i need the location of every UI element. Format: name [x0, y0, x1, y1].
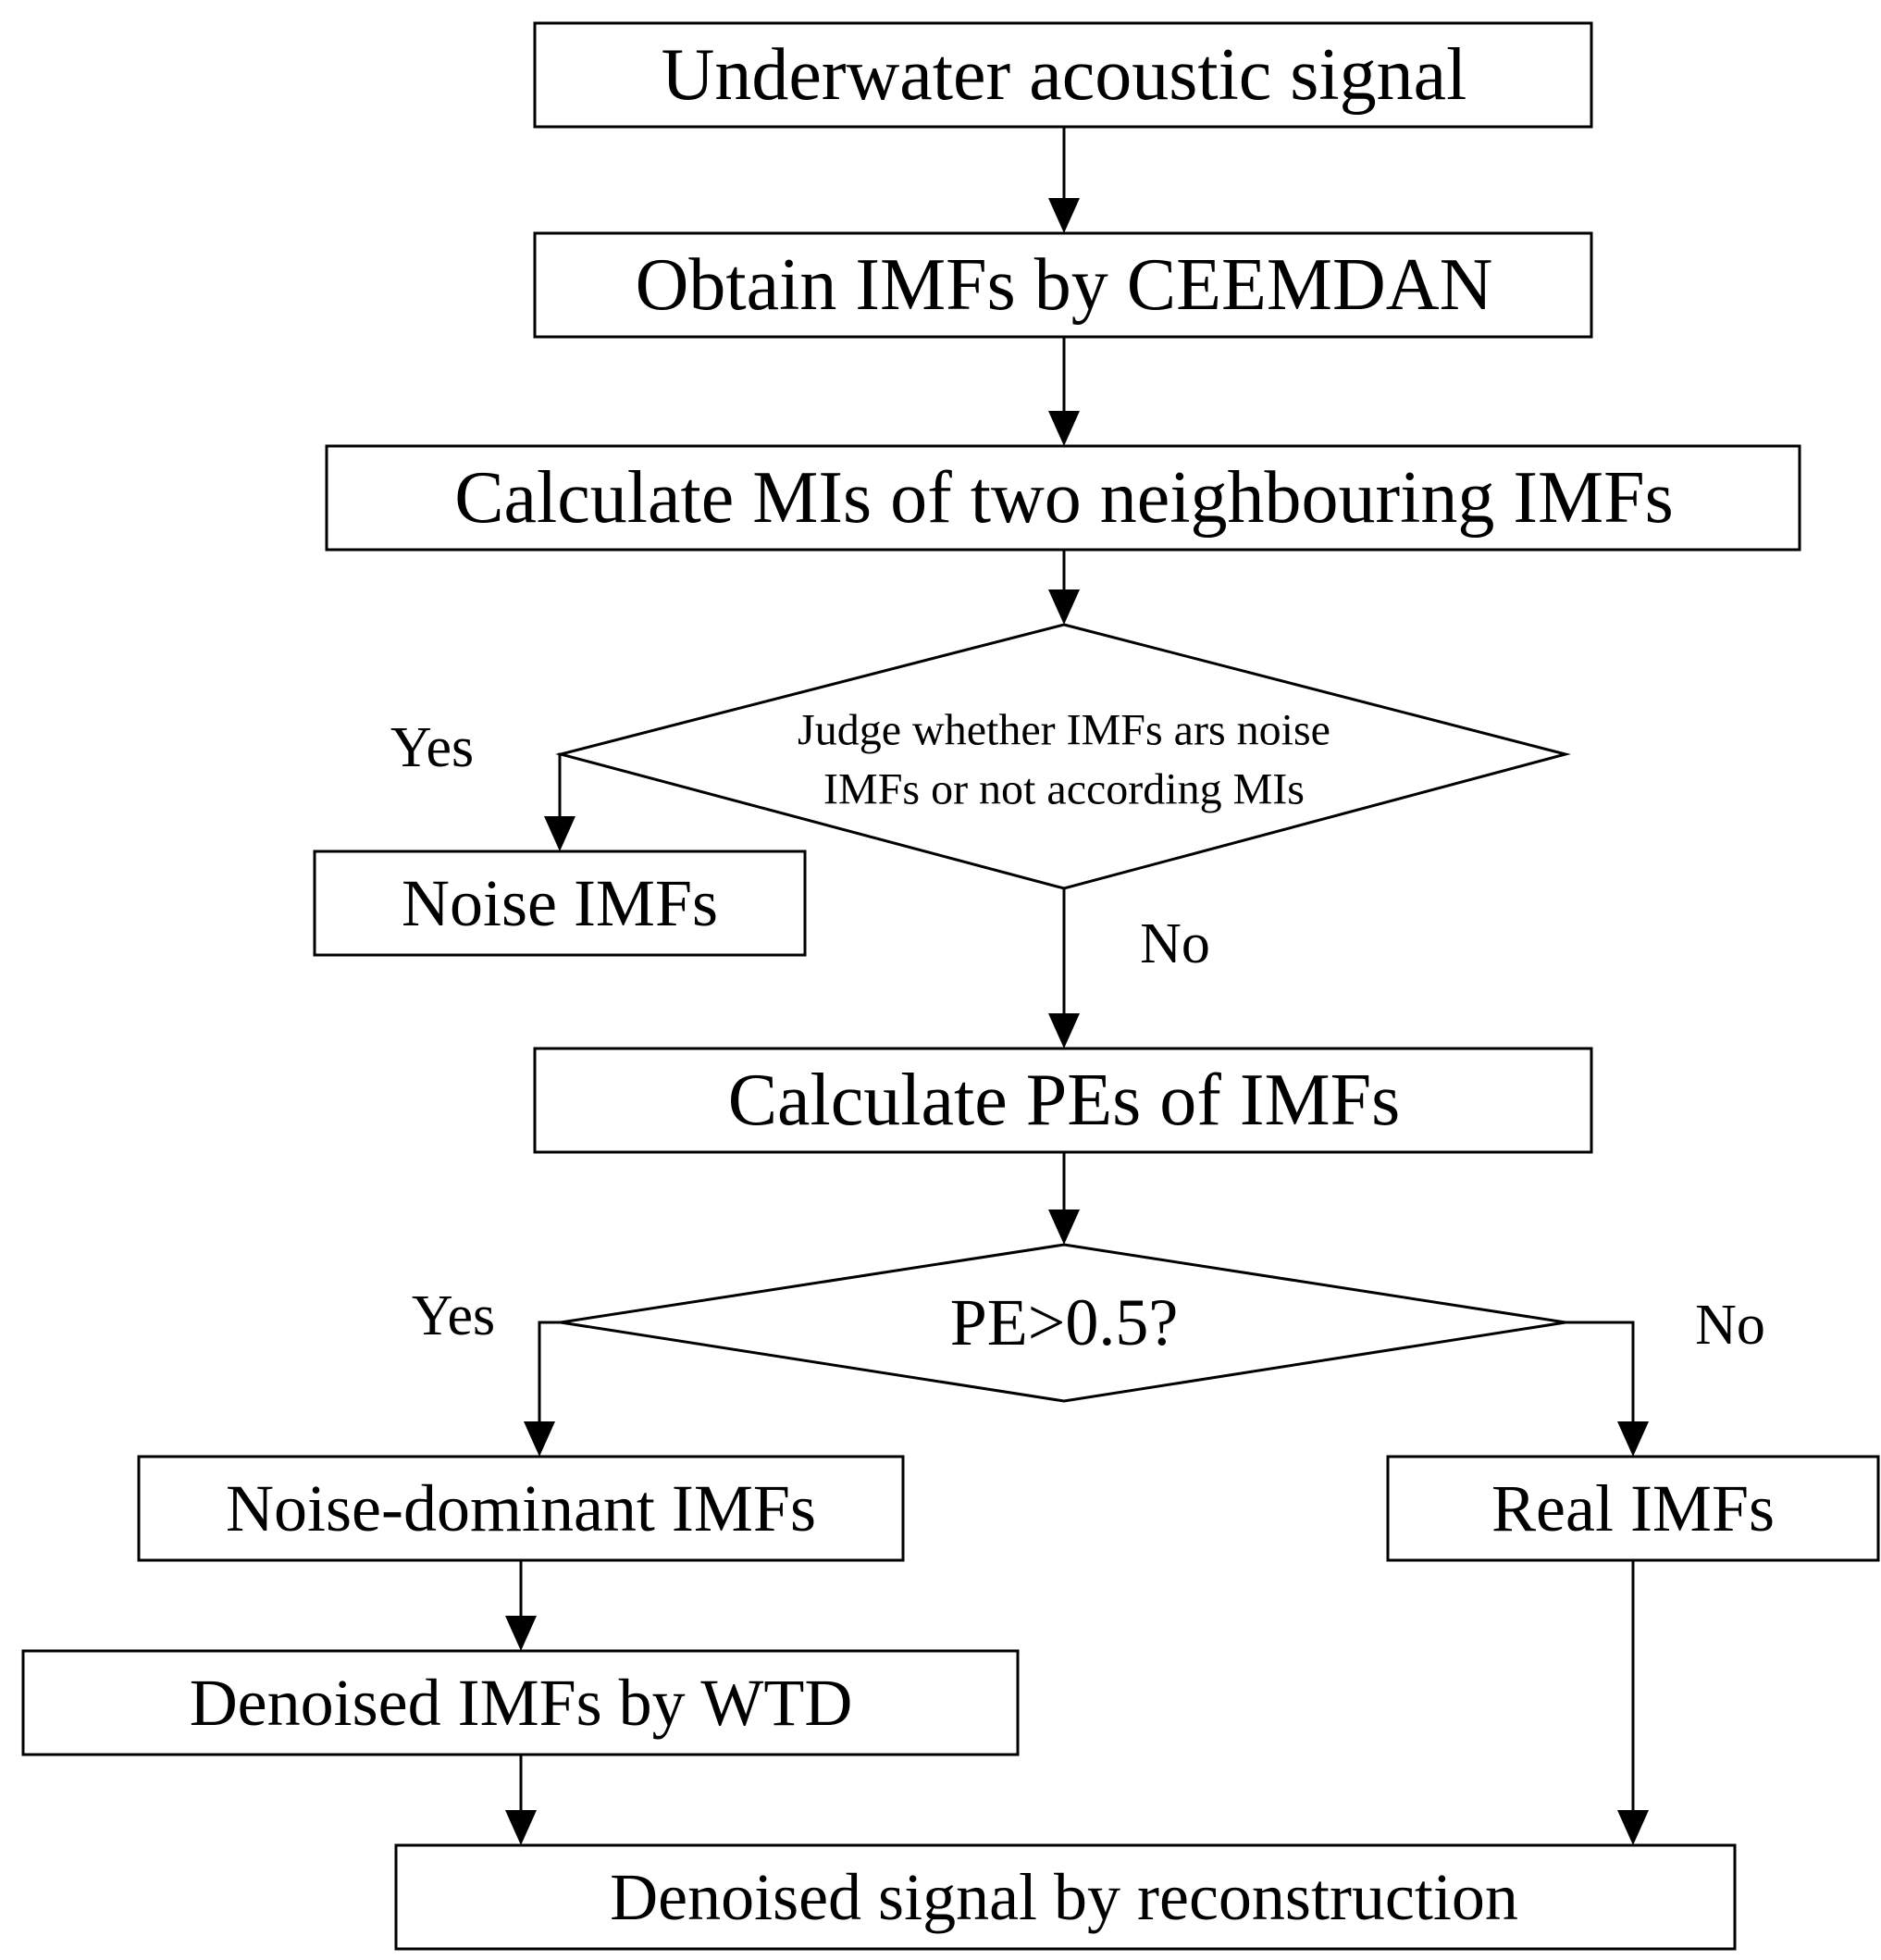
arrow-real-to-output: [1617, 1560, 1649, 1845]
label-noise-imfs: Noise IMFs: [402, 866, 718, 940]
label-output: Denoised signal by reconstruction: [610, 1860, 1518, 1934]
label-noise-dominant: Noise-dominant IMFs: [226, 1471, 816, 1545]
node-ceemdan: [533, 231, 1593, 339]
arrow-ceemdan-to-mi: [1048, 337, 1080, 446]
edge-label-judge-no: No: [1140, 912, 1210, 975]
arrow-test-no-to-real: [1565, 1321, 1649, 1457]
label-judge-line1: Judge whether IMFs ars noise: [798, 706, 1330, 755]
label-judge-line2: IMFs or not according MIs: [823, 765, 1305, 814]
arrow-test-yes-to-noise-dominant: [524, 1321, 561, 1457]
decision-judge-noise: [555, 623, 1571, 890]
label-wtd: Denoised IMFs by WTD: [190, 1666, 853, 1740]
edge-label-pe-no: No: [1695, 1294, 1765, 1357]
label-real-imfs: Real IMFs: [1491, 1471, 1775, 1545]
node-noise-dominant: [137, 1455, 905, 1562]
label-pe-test: PE>0.5?: [950, 1285, 1179, 1359]
node-real-imfs: [1386, 1455, 1880, 1562]
arrow-judge-yes-to-noise: [544, 752, 575, 851]
label-input: Underwater acoustic signal: [662, 34, 1467, 116]
node-mi: [325, 444, 1801, 552]
label-mi: Calculate MIs of two neighbouring IMFs: [454, 457, 1674, 539]
arrow-noise-dominant-to-wtd: [505, 1560, 537, 1651]
node-output: [394, 1843, 1737, 1951]
label-ceemdan: Obtain IMFs by CEEMDAN: [636, 244, 1493, 326]
arrow-input-to-ceemdan: [1048, 127, 1080, 233]
edge-label-judge-yes: Yes: [390, 716, 474, 779]
arrow-mi-to-judge: [1048, 550, 1080, 625]
arrow-wtd-to-output: [505, 1755, 537, 1845]
arrow-judge-no-to-pe: [1048, 888, 1080, 1048]
node-noise-imfs: [313, 850, 807, 957]
label-pe: Calculate PEs of IMFs: [728, 1060, 1401, 1141]
arrow-pe-to-test: [1048, 1152, 1080, 1245]
edge-label-pe-yes: Yes: [412, 1284, 495, 1347]
decision-pe-threshold: [560, 1243, 1566, 1403]
node-input: [533, 21, 1593, 129]
